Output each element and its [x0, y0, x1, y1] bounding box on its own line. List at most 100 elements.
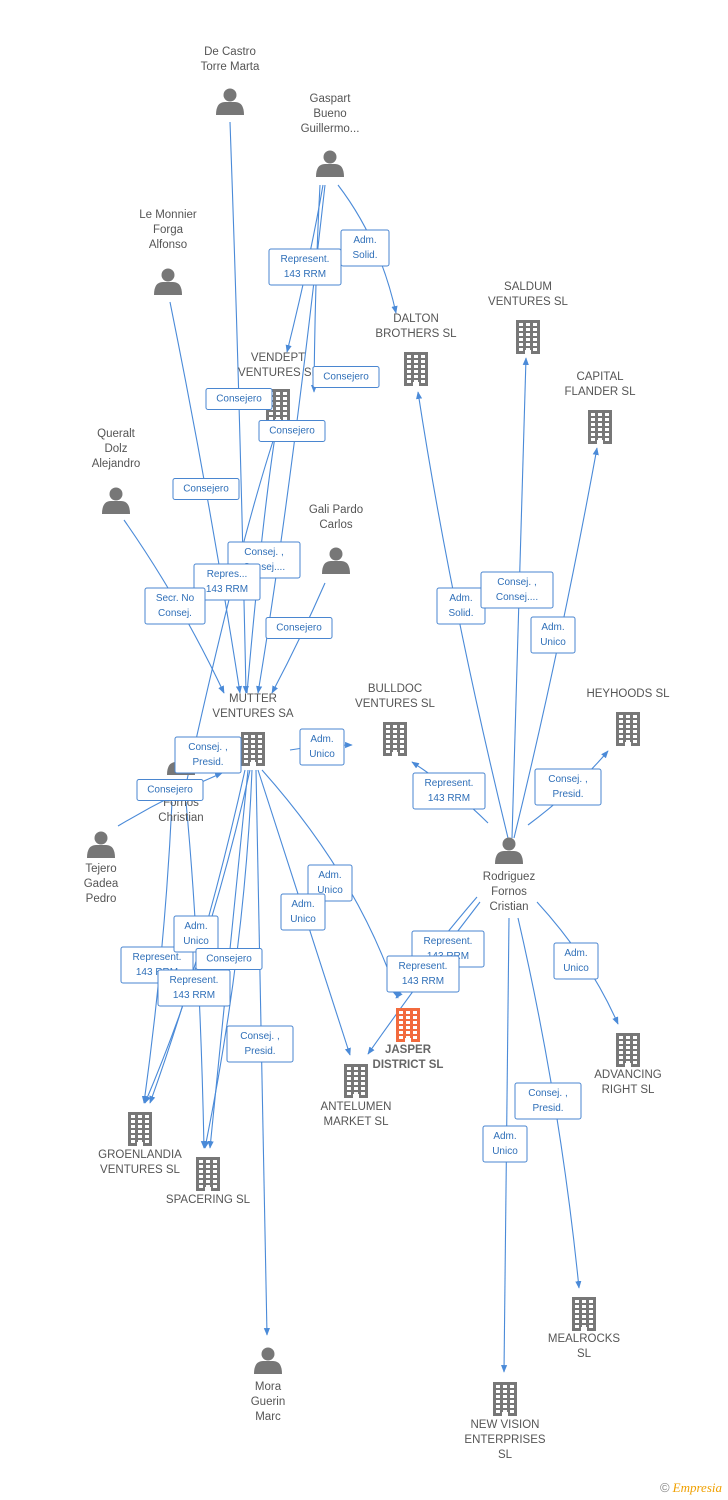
company-node-spacering[interactable]: SPACERING SL: [166, 1157, 251, 1206]
edge-label-text: Adm.: [564, 948, 587, 959]
edge-label[interactable]: Adm.Unico: [299, 728, 345, 766]
edge-label[interactable]: Consejero: [265, 617, 333, 639]
node-label-line: Alejandro: [92, 458, 141, 470]
edge-label[interactable]: Consejero: [172, 478, 240, 500]
edge-label-text: Unico: [290, 914, 316, 925]
edge-label-text: Represent.: [281, 254, 330, 265]
edge-label-text: Consejero: [147, 785, 193, 796]
node-label-line: Cristian: [490, 901, 529, 913]
edge-label[interactable]: Consejero: [205, 388, 273, 410]
edge-label[interactable]: Consejero: [195, 948, 263, 970]
edge-label[interactable]: Consejero: [312, 366, 380, 388]
node-label-line: Alfonso: [149, 239, 187, 251]
node-label-line: Pedro: [86, 893, 117, 905]
edge-label-text: Consejero: [276, 623, 322, 634]
node-label-line: BROTHERS SL: [375, 328, 457, 340]
edge-label-box: [412, 772, 486, 810]
edge-label[interactable]: Adm.Unico: [482, 1125, 528, 1163]
edge-label[interactable]: Consejero: [136, 779, 204, 801]
edge-label[interactable]: Consej. ,Presid.: [514, 1082, 582, 1120]
edge-label-text: Consej. ,: [188, 742, 227, 753]
edge-label-text: Presid.: [244, 1046, 275, 1057]
edge-label-text: Consejero: [183, 484, 229, 495]
node-label-line: Tejero: [85, 863, 116, 875]
edge-label[interactable]: Adm.Unico: [553, 942, 599, 980]
edge-label[interactable]: Consejero: [258, 420, 326, 442]
building-icon: [196, 1157, 220, 1191]
edge-label[interactable]: Consej. ,Presid.: [226, 1025, 294, 1063]
edge-label[interactable]: Consej. ,Presid.: [174, 736, 242, 774]
edge-label-text: Consejero: [206, 954, 252, 965]
edge-label-box: [258, 420, 326, 442]
edge-label[interactable]: Represent.143 RRM: [412, 772, 486, 810]
person-icon: [154, 268, 182, 295]
edge-label[interactable]: Consej. ,Presid.: [534, 768, 602, 806]
node-label-line: ENTERPRISES: [464, 1434, 545, 1446]
edge-label-text: Represent.: [399, 961, 448, 972]
node-label-line: Dolz: [104, 443, 127, 455]
footer-brand[interactable]: ©Empresia: [660, 1480, 722, 1496]
person-node-gaspart[interactable]: GaspartBuenoGuillermo...: [301, 93, 360, 177]
edge-label-text: 143 RRM: [402, 976, 444, 987]
node-label-line: GROENLANDIA: [98, 1149, 182, 1161]
edge-label-text: Adm.: [449, 593, 472, 604]
edge-label[interactable]: Adm. Solid.: [340, 229, 390, 267]
edge-label-box: [157, 969, 231, 1007]
node-label-line: Bueno: [313, 108, 346, 120]
edge-label[interactable]: Repres...143 RRM: [193, 563, 261, 601]
edge-labels-layer: Represent.143 RRMAdm.Solid.ConsejeroCons…: [120, 229, 602, 1163]
edge-label[interactable]: Secr. No Consej.: [144, 587, 206, 625]
building-icon: [396, 1008, 420, 1042]
edge-label[interactable]: Represent. 143 RRM: [386, 955, 460, 993]
edge-label-text: Consej. ,: [548, 774, 587, 785]
edge-label[interactable]: Represent.143 RRM: [268, 248, 342, 286]
edge-label-box: [514, 1082, 582, 1120]
edge-label-box: [386, 955, 460, 993]
edge-label[interactable]: Represent.143 RRM: [157, 969, 231, 1007]
edge-label-box: [195, 948, 263, 970]
node-label-line: JASPER: [385, 1044, 432, 1056]
node-label-line: MARKET SL: [324, 1116, 390, 1128]
edge-label-text: Adm.: [318, 870, 341, 881]
building-icon: [572, 1297, 596, 1331]
edge-label[interactable]: Adm.Solid.: [436, 587, 486, 625]
edge-label-text: Adm.: [353, 235, 376, 246]
edge-label-text: Solid.: [352, 250, 377, 261]
edge-label[interactable]: Consej. ,Consej....: [480, 571, 554, 609]
edge-label-text: Consejero: [323, 372, 369, 383]
edge-label-text: 143 RRM: [136, 967, 178, 978]
node-label-line: NEW VISION: [470, 1419, 539, 1431]
edge-label[interactable]: Adm.Unico: [280, 893, 326, 931]
edge-label-box: [193, 563, 261, 601]
node-label-line: BULLDOC: [368, 683, 422, 695]
node-label-line: Fornos: [491, 886, 527, 898]
edge-label[interactable]: Adm.Unico: [173, 915, 219, 953]
edge-label-box: [226, 1025, 294, 1063]
edge-label-text: Secr. No: [156, 593, 195, 604]
edge-label-box: [174, 736, 242, 774]
company-node-heyhoods[interactable]: HEYHOODS SL: [586, 688, 670, 746]
edge-label-text: Consej.: [158, 608, 192, 619]
edge-label[interactable]: Adm.Unico: [530, 616, 576, 654]
edge-label[interactable]: Adm.Unico: [307, 864, 353, 902]
node-label-line: Guerin: [251, 1396, 286, 1408]
